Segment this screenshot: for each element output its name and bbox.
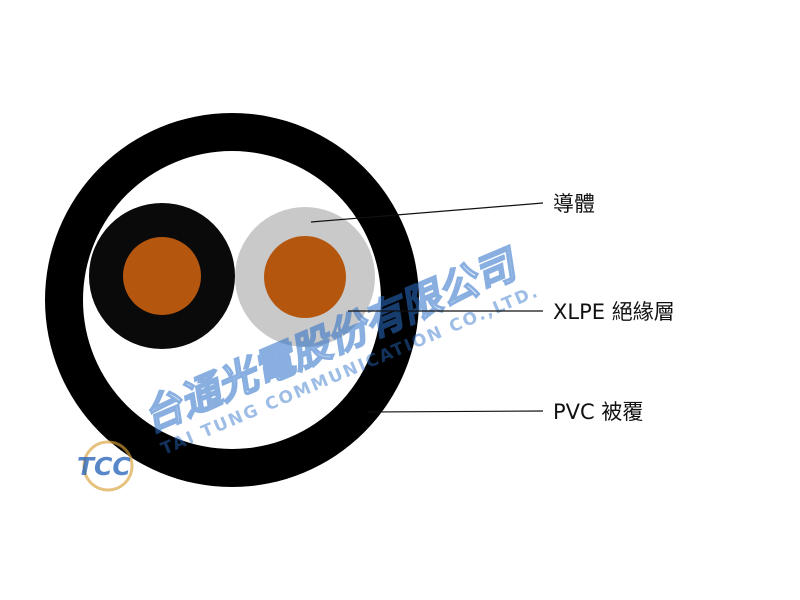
callout-label-insulation: XLPE 絕緣層 [553,300,675,324]
callout-label-conductor: 導體 [553,192,595,216]
core-left-conductor [123,237,201,315]
core-right-conductor [264,236,346,318]
tcc-logo-text: TCC [77,452,131,481]
leader-line-sheath [367,410,544,413]
leader-line-conductor [310,202,544,223]
tcc-logo: TCC [77,440,134,492]
tcc-logo-orbit-icon [82,440,134,492]
callout-label-sheath: PVC 被覆 [553,400,643,424]
